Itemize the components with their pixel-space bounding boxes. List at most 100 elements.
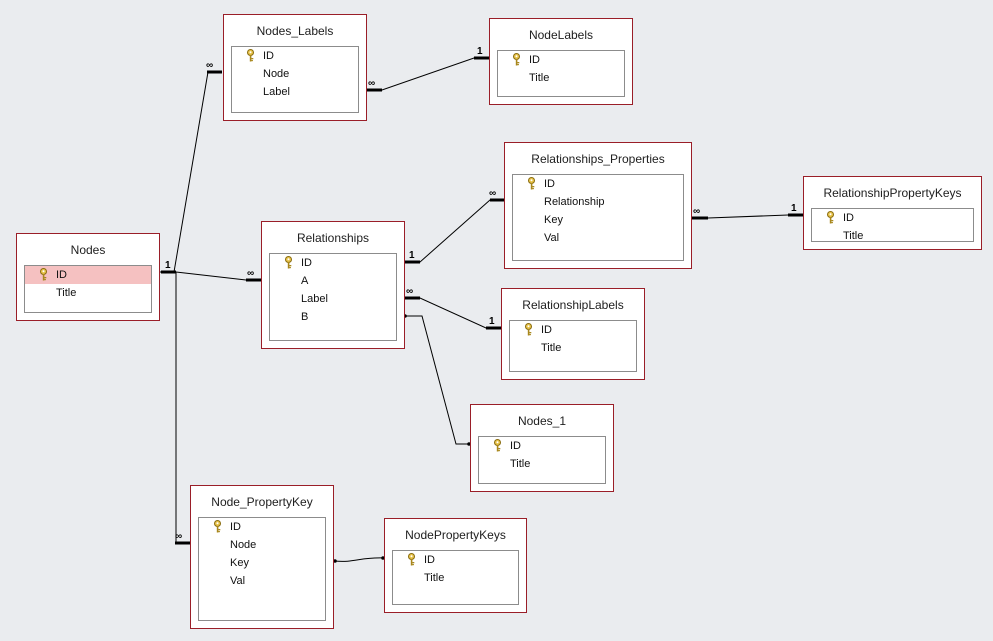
table-node-propertykey[interactable]: Node_PropertyKey ID Node Key Val: [190, 485, 334, 629]
field-name: ID: [843, 212, 854, 224]
link-nodes-labels-nodelabels: [367, 57, 489, 91]
key-icon: [408, 553, 415, 566]
link-nodes-nodes-labels: [173, 71, 222, 273]
field-list: ID Node Label: [231, 46, 359, 113]
key-icon: [494, 439, 501, 452]
field-name: Label: [301, 293, 328, 305]
table-title: Nodes_Labels: [256, 24, 334, 38]
table-title: Nodes_1: [517, 414, 567, 428]
table-nodes-1[interactable]: Nodes_1 ID Title: [470, 404, 614, 492]
field-row[interactable]: ID: [479, 437, 605, 455]
field-row[interactable]: ID: [199, 518, 325, 536]
field-name: Label: [263, 86, 290, 98]
field-row[interactable]: Key: [199, 554, 325, 572]
field-name: ID: [230, 521, 241, 533]
key-icon: [247, 49, 254, 62]
field-row[interactable]: Title: [25, 284, 151, 302]
link-nodes-relationships: [160, 271, 262, 281]
field-row[interactable]: B: [270, 308, 396, 326]
field-row[interactable]: ID: [393, 551, 518, 569]
field-name: Title: [843, 230, 864, 242]
table-title: RelationshipLabels: [522, 298, 624, 312]
field-row[interactable]: A: [270, 272, 396, 290]
link-nodepropkey-nodepropkeys: [333, 557, 385, 562]
field-name: ID: [301, 257, 312, 269]
link-rel-relprops: [405, 199, 505, 263]
field-row[interactable]: ID: [232, 47, 358, 65]
link-rel-nodes1: [405, 315, 471, 445]
key-icon: [827, 211, 834, 224]
card-one-rellabels: 1: [489, 316, 495, 327]
field-row[interactable]: Relationship: [513, 193, 683, 211]
field-row-selected[interactable]: ID: [25, 266, 151, 284]
field-list: ID Title: [811, 208, 974, 242]
field-name: Title: [56, 287, 77, 299]
field-row[interactable]: Val: [199, 572, 325, 590]
field-row[interactable]: ID: [513, 175, 683, 193]
field-row[interactable]: ID: [270, 254, 396, 272]
field-row[interactable]: Title: [510, 339, 636, 357]
field-name: ID: [424, 554, 435, 566]
table-title: NodeLabels: [528, 28, 594, 42]
key-icon: [513, 53, 520, 66]
table-relationshippropertykeys[interactable]: RelationshipPropertyKeys ID Title: [803, 176, 982, 250]
field-row[interactable]: Val: [513, 229, 683, 247]
card-many-rel-label: ∞: [406, 286, 413, 297]
card-many-relprops-key: ∞: [693, 206, 700, 217]
field-row[interactable]: Key: [513, 211, 683, 229]
table-nodes-labels[interactable]: Nodes_Labels ID Node Label: [223, 14, 367, 121]
table-title: Relationships: [296, 231, 370, 245]
key-icon: [525, 323, 532, 336]
card-one-nodes: 1: [165, 260, 171, 271]
field-row[interactable]: Node: [199, 536, 325, 554]
card-many-relationships: ∞: [247, 268, 254, 279]
field-name: ID: [541, 324, 552, 336]
field-row[interactable]: Label: [270, 290, 396, 308]
field-list: ID Title: [392, 550, 519, 605]
field-list: ID Relationship Key Val: [512, 174, 684, 261]
table-nodes[interactable]: Nodes ID Title: [16, 233, 160, 321]
field-row[interactable]: Title: [393, 569, 518, 587]
field-name: ID: [544, 178, 555, 190]
table-relationshiplabels[interactable]: RelationshipLabels ID Title: [501, 288, 645, 380]
link-rel-rellabels: [405, 297, 501, 329]
key-icon: [214, 520, 221, 533]
link-nodes-node-propertykey: [175, 272, 190, 544]
field-row[interactable]: ID: [498, 51, 624, 69]
field-name: Node: [263, 68, 290, 80]
field-name: A: [301, 275, 309, 287]
field-name: ID: [263, 50, 274, 62]
table-title: Nodes: [70, 243, 106, 257]
key-icon: [40, 268, 47, 281]
table-relationships-properties[interactable]: Relationships_Properties ID Relationship…: [504, 142, 692, 269]
table-nodepropertykeys[interactable]: NodePropertyKeys ID Title: [384, 518, 527, 613]
card-many-node-propertykey: ∞: [175, 531, 182, 542]
field-row[interactable]: Title: [498, 69, 624, 87]
field-row[interactable]: ID: [510, 321, 636, 339]
card-one-relationships: 1: [409, 250, 415, 261]
key-icon: [285, 256, 292, 269]
field-name: Title: [510, 458, 531, 470]
table-title: NodePropertyKeys: [405, 528, 506, 542]
field-list: ID Title: [497, 50, 625, 97]
field-row[interactable]: Title: [479, 455, 605, 473]
table-title: RelationshipPropertyKeys: [823, 186, 962, 200]
field-row[interactable]: Label: [232, 83, 358, 101]
field-name: Title: [424, 572, 445, 584]
key-icon: [528, 177, 535, 190]
field-row[interactable]: Title: [812, 227, 973, 242]
field-row[interactable]: ID: [812, 209, 973, 227]
field-list: ID Node Key Val: [198, 517, 326, 621]
card-many-nodes-labels: ∞: [206, 60, 213, 71]
field-row[interactable]: Node: [232, 65, 358, 83]
field-name: Title: [541, 342, 562, 354]
field-name: Key: [544, 214, 563, 226]
field-list: ID Title: [509, 320, 637, 372]
field-list: ID A Label B: [269, 253, 397, 341]
card-one-relpropkeys: 1: [791, 203, 797, 214]
table-nodelabels[interactable]: NodeLabels ID Title: [489, 18, 633, 105]
field-name: ID: [56, 269, 67, 281]
card-many-relprops: ∞: [489, 188, 496, 199]
table-relationships[interactable]: Relationships ID A Label B: [261, 221, 405, 349]
